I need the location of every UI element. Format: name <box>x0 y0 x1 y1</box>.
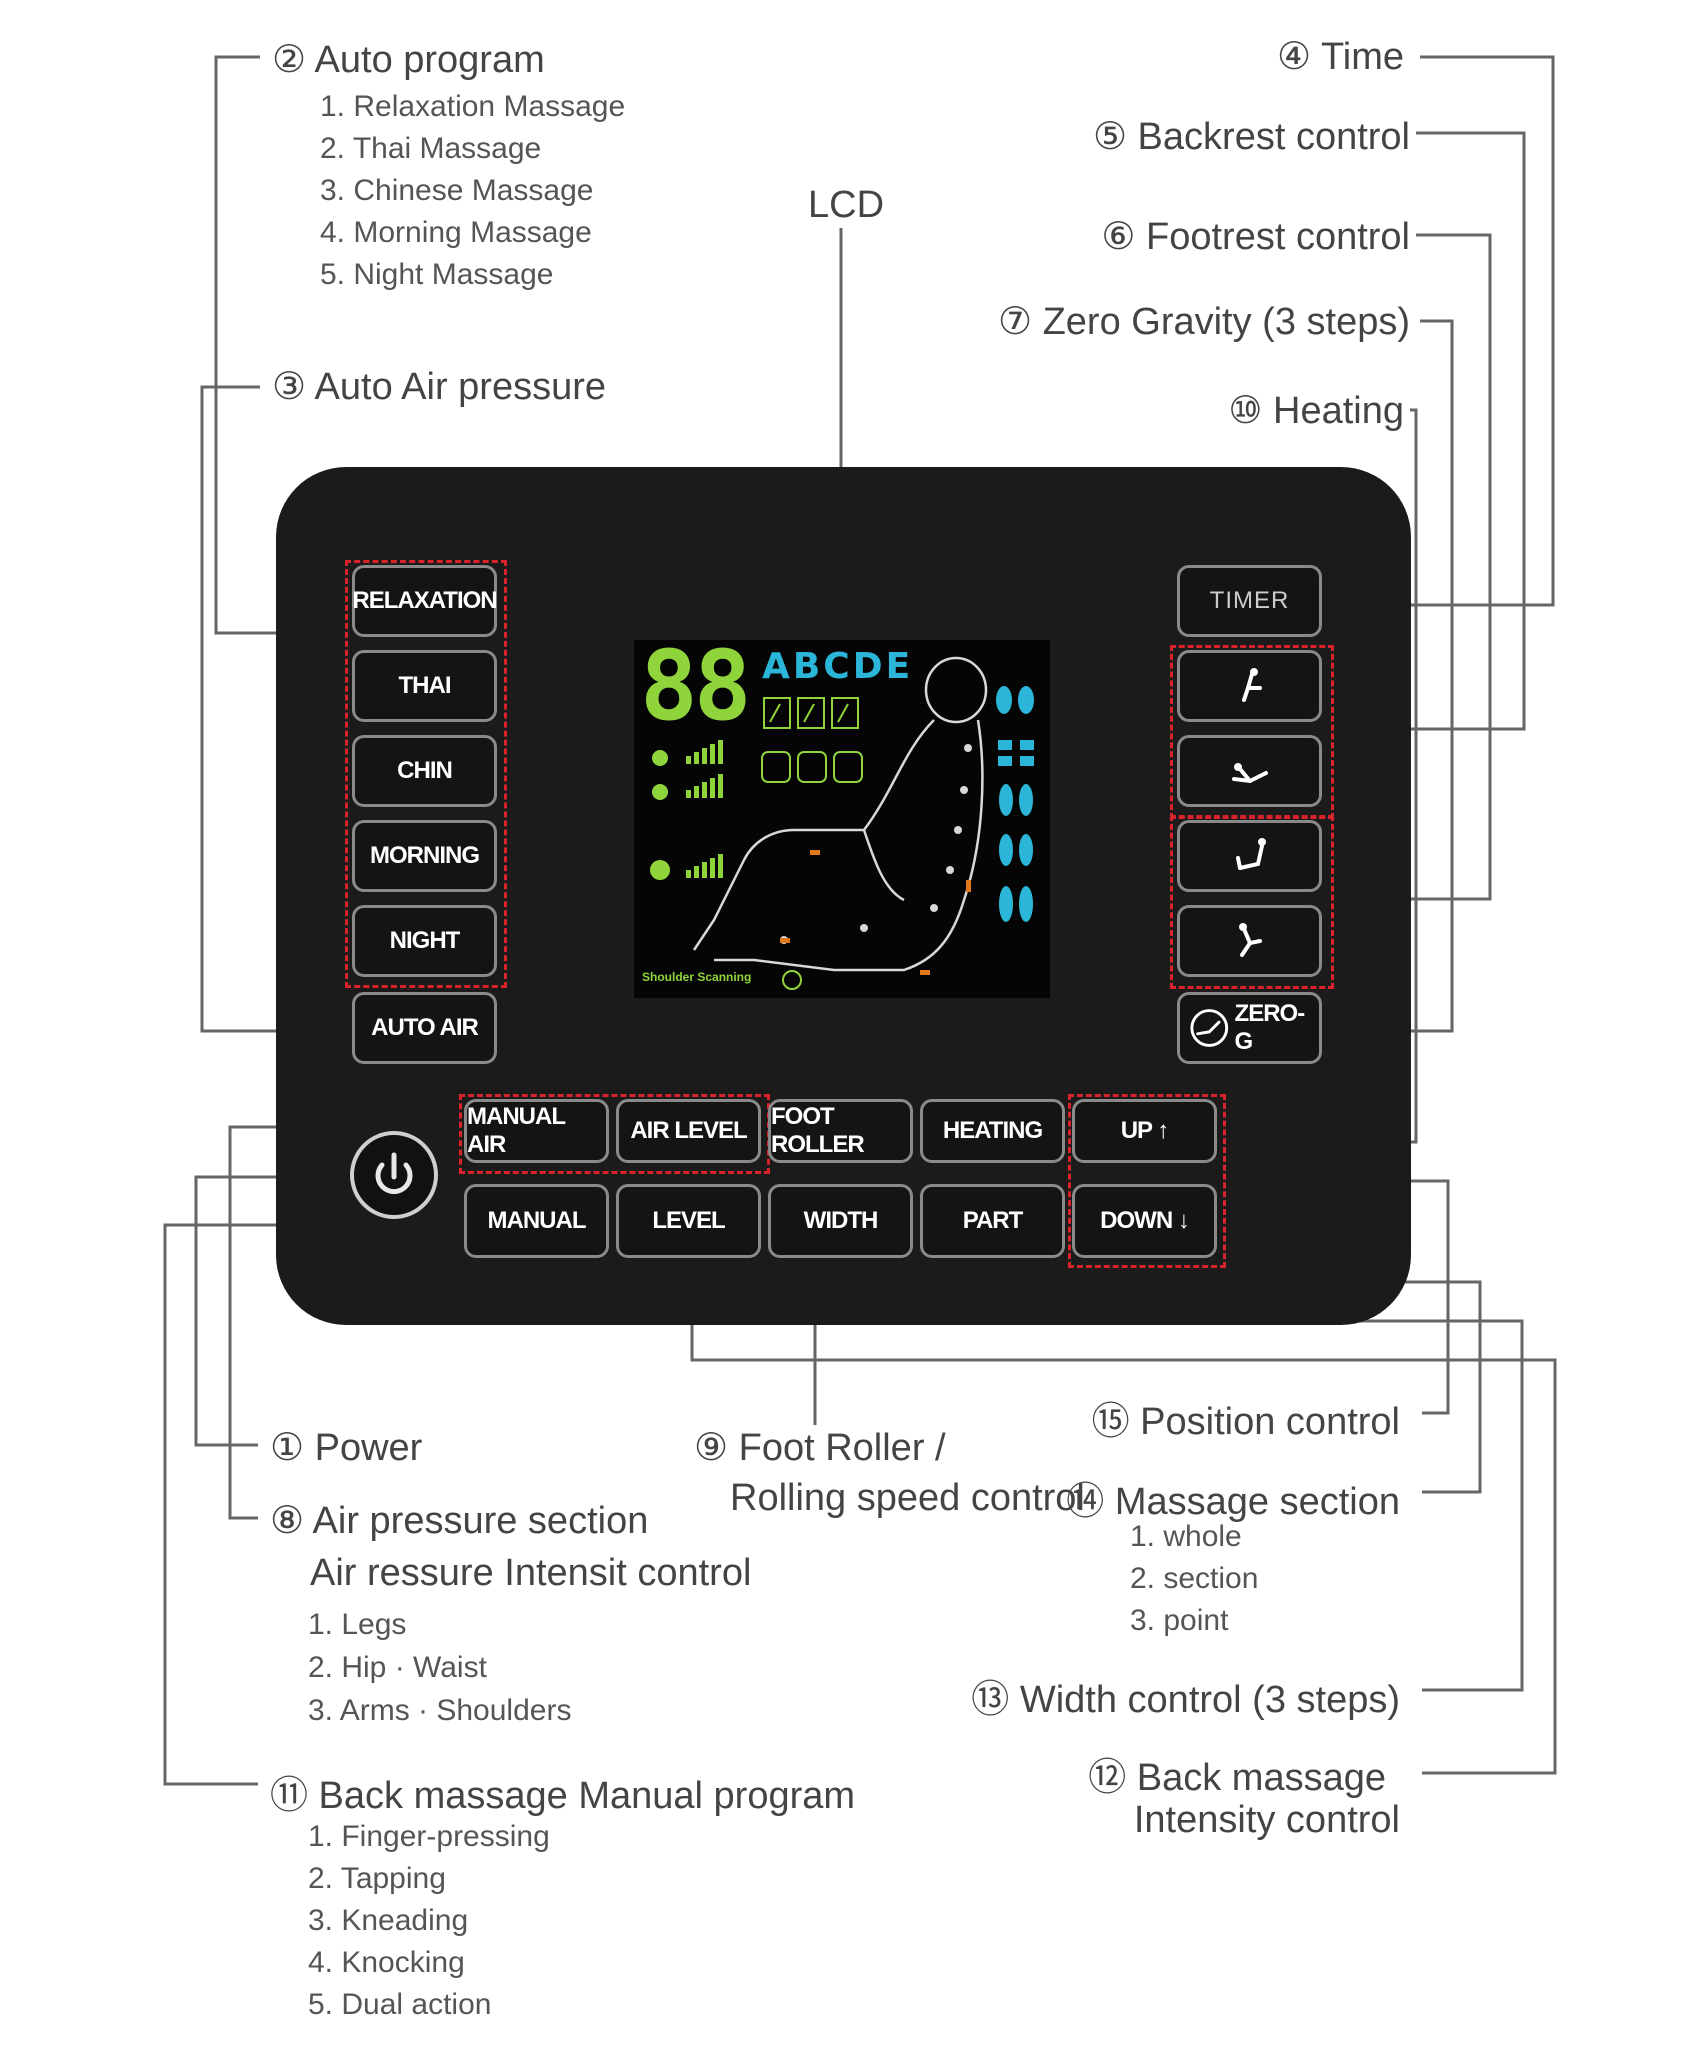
massage-section-label: ⑭ Massage section <box>1066 1481 1400 1523</box>
foot-roller-label: ⑨ Foot Roller / <box>694 1427 946 1469</box>
footrest-group <box>1170 815 1334 989</box>
air-level-button[interactable]: AIR LEVEL <box>616 1099 761 1163</box>
position-group <box>1068 1094 1226 1268</box>
auto-program-item: 4. Morning Massage <box>320 216 592 249</box>
back-intensity-label: ⑫ Back massage <box>1088 1757 1386 1799</box>
chin-button[interactable]: CHIN <box>352 735 497 807</box>
up-button[interactable]: UP ↑ <box>1072 1099 1217 1163</box>
scan-check-icon <box>782 970 802 990</box>
lcd-scan-text: Shoulder Scanning <box>642 970 752 984</box>
backrest-down-button[interactable] <box>1177 735 1322 807</box>
footrest-down-icon <box>1238 923 1262 957</box>
auto-program-label: ② Auto program <box>272 39 545 81</box>
heating-label: ⑩ Heating <box>1228 390 1404 432</box>
lcd-screen: 88 ABCDE <box>634 630 1050 998</box>
backrest-up-icon <box>1241 668 1262 702</box>
backrest-down-icon <box>1231 763 1268 784</box>
back-intensity-label-2: Intensity control <box>1133 1799 1400 1841</box>
morning-button[interactable]: MORNING <box>352 820 497 892</box>
foot-roller-button[interactable]: FOOT ROLLER <box>768 1099 913 1163</box>
air-item: 1. Legs <box>308 1608 407 1641</box>
back-manual-item: 4. Knocking <box>308 1946 465 1979</box>
back-manual-item: 3. Kneading <box>308 1904 469 1937</box>
massage-mode-icons <box>763 697 859 729</box>
auto-program-item: 1. Relaxation Massage <box>320 90 626 123</box>
lcd-letters: ABCDE <box>762 646 914 687</box>
power-button[interactable] <box>350 1131 438 1219</box>
manual-air-button[interactable]: MANUAL AIR <box>464 1099 609 1163</box>
air-item: 3. Arms · Shoulders <box>308 1694 572 1727</box>
back-manual-item: 1. Finger-pressing <box>308 1820 550 1853</box>
heating-button[interactable]: HEATING <box>920 1099 1065 1163</box>
massage-item: 3. point <box>1130 1604 1229 1637</box>
auto-program-item: 2. Thai Massage <box>320 132 542 165</box>
lcd-digits: 88 <box>640 630 752 742</box>
air-section-label: ⑧ Air pressure section <box>270 1500 649 1542</box>
backrest-label: ⑤ Backrest control <box>1092 116 1410 158</box>
level-bars <box>650 740 723 880</box>
lcd-label: LCD <box>808 184 885 226</box>
thai-button[interactable]: THAI <box>352 650 497 722</box>
footrest-label: ⑥ Footrest control <box>1101 216 1410 258</box>
air-zone-icons <box>761 751 863 783</box>
zero-g-button[interactable]: ZERO-G <box>1177 992 1322 1064</box>
level-button[interactable]: LEVEL <box>616 1184 761 1258</box>
right-zone-icons <box>996 686 1034 922</box>
air-intensity-label: Air ressure Intensit control <box>310 1552 752 1594</box>
zero-gravity-icon <box>1190 1009 1229 1047</box>
massage-item: 1. whole <box>1130 1520 1242 1553</box>
zero-gravity-label: ⑦ Zero Gravity (3 steps) <box>997 301 1410 343</box>
timer-button[interactable]: TIMER <box>1177 565 1322 637</box>
part-button[interactable]: PART <box>920 1184 1065 1258</box>
zero-g-button-label: ZERO-G <box>1234 1000 1306 1055</box>
footrest-up-button[interactable] <box>1177 820 1322 892</box>
auto-air-button[interactable]: AUTO AIR <box>352 992 497 1064</box>
back-manual-label: ⑪ Back massage Manual program <box>270 1775 856 1817</box>
width-button[interactable]: WIDTH <box>768 1184 913 1258</box>
time-label: ④ Time <box>1277 36 1404 78</box>
air-item: 2. Hip · Waist <box>308 1651 487 1684</box>
body-points <box>780 744 972 944</box>
auto-air-label: ③ Auto Air pressure <box>272 366 607 408</box>
auto-program-group <box>345 560 507 988</box>
down-button[interactable]: DOWN ↓ <box>1072 1184 1217 1258</box>
back-manual-item: 2. Tapping <box>308 1862 446 1895</box>
night-button[interactable]: NIGHT <box>352 905 497 977</box>
lcd-indicators <box>650 656 1034 990</box>
manual-button[interactable]: MANUAL <box>464 1184 609 1258</box>
body-outline <box>692 656 988 972</box>
massage-item: 2. section <box>1130 1562 1259 1595</box>
width-label: ⑬ Width control (3 steps) <box>971 1679 1400 1721</box>
backrest-up-button[interactable] <box>1177 650 1322 722</box>
auto-program-item: 5. Night Massage <box>320 258 554 291</box>
relaxation-button[interactable]: RELAXATION <box>352 565 498 637</box>
orange-markers <box>780 850 971 975</box>
auto-program-item: 3. Chinese Massage <box>320 174 594 207</box>
back-manual-item: 5. Dual action <box>308 1988 492 2021</box>
foot-roller-label-2: Rolling speed control <box>730 1477 1085 1519</box>
position-label: ⑮ Position control <box>1091 1401 1400 1443</box>
footrest-down-button[interactable] <box>1177 905 1322 977</box>
power-icon <box>375 1152 413 1195</box>
power-label: ① Power <box>270 1427 423 1469</box>
footrest-up-icon <box>1235 838 1266 870</box>
